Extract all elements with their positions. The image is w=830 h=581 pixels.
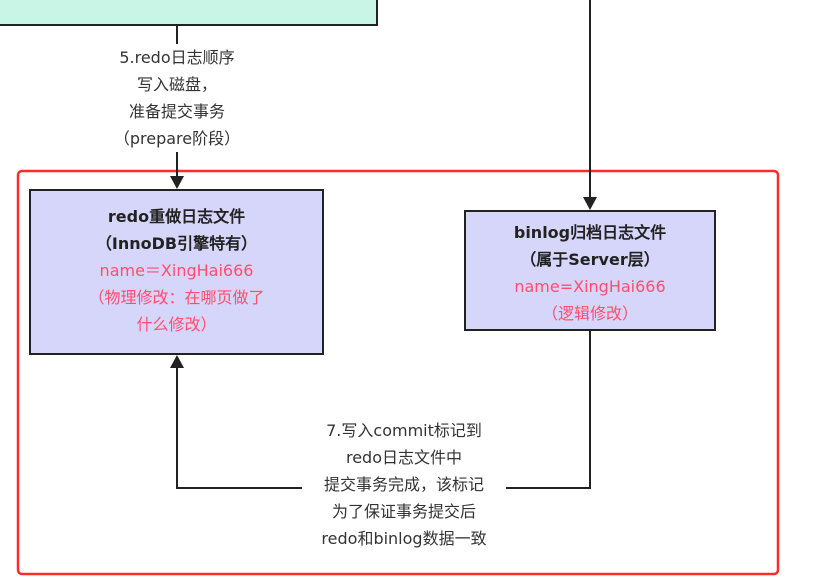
top-left-box xyxy=(0,0,378,26)
step5-line-4: （prepare阶段） xyxy=(113,129,241,148)
redo-name-line: name＝XingHai666 xyxy=(99,261,254,280)
arrow-head-redo-top xyxy=(170,176,184,189)
redo-subtitle: （InnoDB引擎特有） xyxy=(95,234,258,253)
binlog-note-line: （逻辑修改） xyxy=(541,304,638,323)
step5-line-2: 写入磁盘， xyxy=(136,75,217,94)
redo-log-node: redo重做日志文件 （InnoDB引擎特有） name＝XingHai666 … xyxy=(29,189,324,355)
step7-line-4: 为了保证事务提交后 xyxy=(331,502,476,521)
commit-group-frame xyxy=(16,169,780,576)
binlog-name-line: name=XingHai666 xyxy=(514,277,666,296)
binlog-title: binlog归档日志文件 xyxy=(513,223,667,242)
redo-note-line-1: （物理修改：在哪页做了 xyxy=(88,288,265,307)
binlog-node: binlog归档日志文件 （属于Server层） name=XingHai666… xyxy=(464,210,716,331)
step7-line-1: 7.写入commit标记到 xyxy=(326,421,482,440)
step5-line-3: 准备提交事务 xyxy=(128,102,225,121)
step7-line-5: redo和binlog数据一致 xyxy=(321,529,487,548)
edge-label-step5: 5.redo日志顺序 写入磁盘， 准备提交事务 （prepare阶段） xyxy=(104,44,250,152)
step7-line-2: redo日志文件中 xyxy=(345,448,463,467)
binlog-subtitle: （属于Server层） xyxy=(520,250,660,269)
arrow-head-binlog xyxy=(583,197,597,210)
step7-line-3: 提交事务完成，该标记 xyxy=(323,475,484,494)
redo-note-line-2: 什么修改） xyxy=(136,315,217,334)
arrow-head-redo-bottom xyxy=(170,355,184,368)
redo-title: redo重做日志文件 xyxy=(107,207,246,226)
step5-line-1: 5.redo日志顺序 xyxy=(119,48,235,67)
edge-label-step7: 7.写入commit标记到 redo日志文件中 提交事务完成，该标记 为了保证事… xyxy=(302,417,506,552)
